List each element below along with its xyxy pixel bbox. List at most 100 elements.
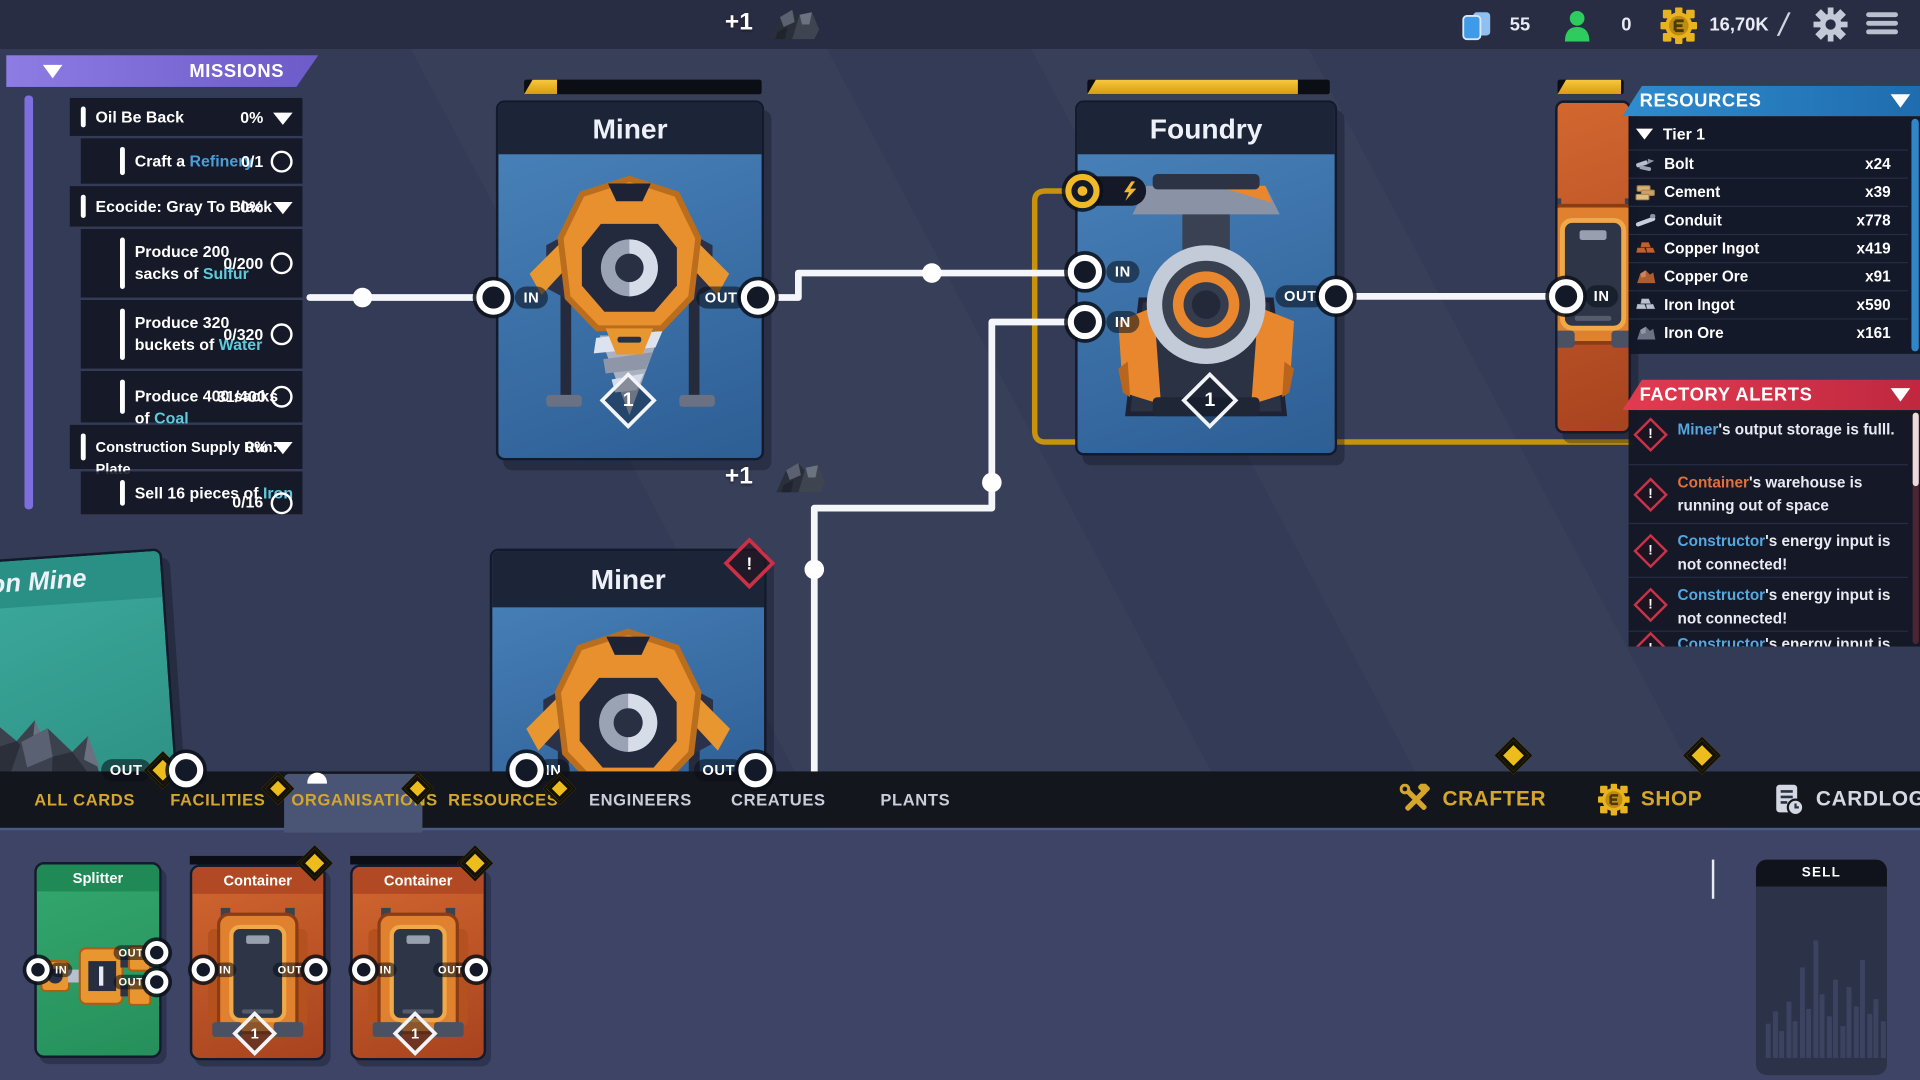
container2-in-port[interactable] [352, 958, 376, 982]
mission-row[interactable]: Ecocide: Gray To Black 0% [69, 186, 303, 227]
alert-row[interactable]: ! Constructor's energy input is not conn… [1628, 522, 1908, 576]
sell-title: SELL [1755, 859, 1887, 887]
miner1-out-label: OUT [696, 286, 747, 309]
gain-plus-one-mid: +1 [724, 462, 753, 490]
collapse-triangle-icon[interactable] [1635, 127, 1654, 139]
tab-engineers[interactable]: ENGINEERS [588, 790, 692, 809]
miner1-out-port[interactable] [740, 280, 776, 315]
alert-row[interactable]: ! Constructor's energy input is not conn… [1628, 576, 1908, 630]
missions-stripe [24, 95, 34, 510]
collapse-triangle-icon[interactable] [1890, 388, 1911, 402]
container1-progress-bar [189, 855, 321, 865]
foundry-in2-port[interactable] [1067, 304, 1103, 340]
task-row[interactable]: Craft a Refinery 0/1 [80, 138, 303, 184]
crafter-button[interactable]: CRAFTER [1400, 771, 1547, 827]
alert-row[interactable]: ! Container's warehouse is running out o… [1628, 464, 1908, 522]
tab-resources[interactable]: RESOURCES [448, 790, 559, 809]
miner1-in-port[interactable] [476, 280, 511, 315]
chevron-down-icon[interactable] [273, 442, 293, 455]
container2-out-label: OUT [433, 962, 469, 978]
container-art [1555, 198, 1631, 347]
container1-out-label: OUT [272, 962, 308, 978]
miner2-in-port[interactable] [509, 753, 544, 788]
task-row[interactable]: Produce 200 sacks of Sulfur 0/200 [80, 228, 303, 298]
foundry-out-port[interactable] [1318, 279, 1354, 314]
tab-creatues[interactable]: CREATUES [731, 790, 826, 809]
wire-node[interactable] [982, 472, 1002, 493]
splitter-out2-label: OUT [113, 974, 149, 990]
mission-row[interactable]: Oil Be Back 0% [69, 97, 303, 136]
container2-progress-bar [350, 855, 482, 865]
scrollbar-thumb[interactable] [1912, 412, 1919, 487]
container1-in-label: IN [214, 962, 237, 978]
cards-count-icon [1460, 10, 1494, 42]
alerts-title: FACTORY ALERTS [1639, 384, 1813, 406]
container2-out-port[interactable] [464, 958, 488, 982]
container1-title: Container [192, 866, 324, 894]
task-row[interactable]: Produce 320 buckets of Water 0/320 [80, 300, 303, 369]
wire-node[interactable] [804, 559, 825, 580]
resources-title: RESOURCES [1639, 90, 1762, 112]
container2-card[interactable]: Container [350, 864, 487, 1061]
cardlog-button[interactable]: CARDLOG [1772, 771, 1920, 827]
settings-gear-icon[interactable] [1813, 7, 1847, 41]
alerts-header[interactable]: FACTORY ALERTS [1622, 379, 1920, 411]
miner2-card[interactable]: Miner [489, 548, 767, 799]
alert-row[interactable]: ! Miner's output storage is fulll. [1629, 413, 1908, 462]
tab-facilities[interactable]: FACILITIES [170, 790, 266, 809]
splitter-out1-port[interactable] [145, 941, 169, 965]
mine-out-label: OUT [101, 759, 152, 782]
chevron-down-icon[interactable] [273, 201, 293, 214]
sell-bars-decoration [1765, 940, 1886, 1058]
task-row[interactable]: Sell 16 pieces of Iron 0/16 [80, 471, 303, 515]
topbar: 55 0 16,70K / [0, 0, 1920, 49]
mission-row[interactable]: Construction Supply Run: Plate 0% [69, 424, 303, 478]
miner2-out-port[interactable] [738, 753, 773, 788]
miner1-in-label: IN [514, 286, 548, 309]
right-container-card[interactable] [1555, 100, 1632, 434]
splitter-title: Splitter [36, 864, 160, 892]
container2-in-label: IN [374, 962, 397, 978]
foundry-in1-port[interactable] [1067, 254, 1103, 289]
mine-out-port[interactable] [168, 753, 204, 788]
splitter-out2-port[interactable] [145, 970, 169, 994]
resources-header[interactable]: RESOURCES [1622, 85, 1920, 117]
missions-title: MISSIONS [189, 60, 285, 82]
collapse-triangle-icon[interactable] [1890, 94, 1911, 108]
container1-out-port[interactable] [304, 958, 328, 982]
wire-node[interactable] [922, 263, 942, 283]
tab-plants[interactable]: PLANTS [880, 790, 951, 809]
tier-row[interactable]: Tier 1 [1629, 120, 1908, 147]
chevron-down-icon[interactable] [273, 112, 293, 125]
shop-button[interactable]: SHOP [1598, 771, 1702, 827]
scrollbar[interactable] [1911, 118, 1919, 352]
tab-all-cards[interactable]: ALL CARDS [34, 790, 136, 809]
task-row[interactable]: Produce 400 sacks of Coal 31/400 [80, 371, 303, 427]
wire-node[interactable] [352, 287, 373, 308]
foundry-in1-label: IN [1106, 260, 1140, 283]
foundry-energy-port[interactable] [1065, 173, 1100, 209]
container1-in-port[interactable] [191, 958, 215, 982]
rightcard-in-port[interactable] [1548, 279, 1584, 314]
foundry-in2-label: IN [1106, 311, 1140, 334]
rightcard-progress-bar [1557, 79, 1624, 95]
card-tray: Splitter IN OUT OUT Container IN OUT 1 C… [0, 827, 1920, 1080]
alert-row[interactable]: ! Constructor's energy input is not [1628, 630, 1908, 647]
iron-ingot-icon [1635, 296, 1657, 313]
alert-diamond-icon: ! [1633, 477, 1668, 513]
splitter-card[interactable]: Splitter [34, 862, 162, 1058]
scrollbar[interactable] [1912, 412, 1919, 645]
miner1-progress-bar [524, 79, 762, 95]
population-count: 0 [1621, 14, 1632, 35]
sell-zone[interactable]: SELL [1755, 859, 1887, 1076]
missions-header[interactable]: MISSIONS [6, 55, 318, 87]
rightcard-in-label: IN [1585, 285, 1619, 308]
miner1-card[interactable]: Miner [495, 100, 765, 461]
tab-organisations[interactable]: ORGANISATIONS [291, 790, 438, 809]
collapse-triangle-icon[interactable] [43, 64, 63, 77]
money-icon [1660, 7, 1697, 44]
tabbar: ALL CARDS FACILITIES ORGANISATIONS RESOU… [0, 771, 1920, 833]
menu-icon[interactable] [1866, 0, 1898, 58]
splitter-in-port[interactable] [26, 958, 50, 982]
